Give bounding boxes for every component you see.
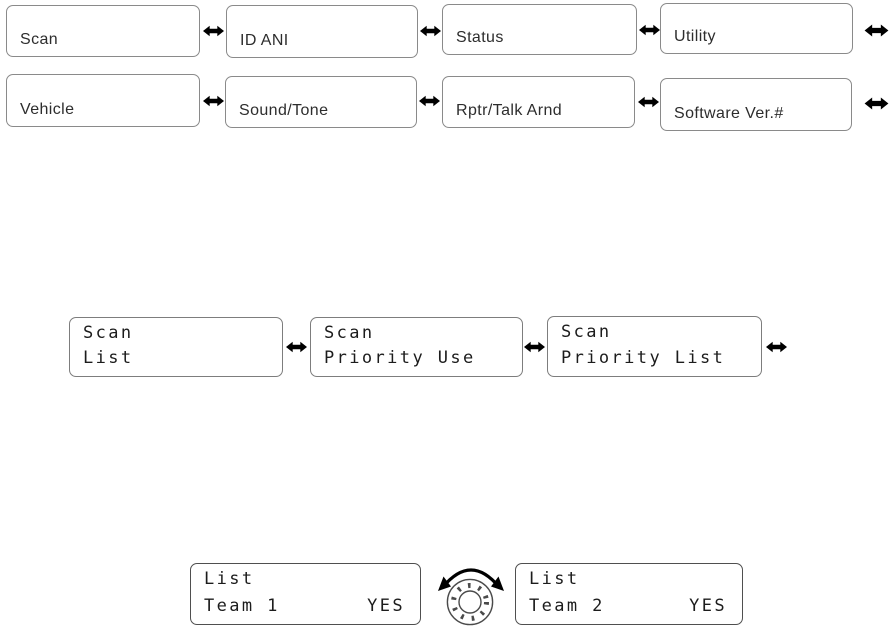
menu-box-label: Sound/Tone <box>239 102 329 119</box>
value-label: YES <box>367 596 405 616</box>
menu-box-status: Status <box>442 4 637 55</box>
menu-box-vehicle: Vehicle <box>6 74 200 127</box>
menu-box-label: Utility <box>674 28 716 45</box>
rotary-knob-icon <box>445 577 495 627</box>
display-scan-list: Scan List <box>69 317 283 377</box>
left-right-arrow-icon <box>286 341 307 353</box>
left-right-arrow-icon <box>419 95 440 107</box>
left-right-arrow-icon <box>864 24 889 37</box>
display-line-1: List <box>529 569 580 589</box>
menu-box-utility: Utility <box>660 3 853 54</box>
menu-box-label: Vehicle <box>20 101 75 118</box>
menu-box-rptr-talk-arnd: Rptr/Talk Arnd <box>442 76 635 128</box>
display-list-team-1: List Team 1 YES <box>190 563 421 625</box>
left-right-arrow-icon <box>203 25 224 37</box>
display-line-2: Team 2 YES <box>529 596 727 616</box>
display-scan-priority-list: Scan Priority List <box>547 316 762 377</box>
display-line-1: Scan <box>83 323 134 343</box>
menu-box-label: Scan <box>20 31 59 48</box>
display-list-team-2: List Team 2 YES <box>515 563 743 625</box>
menu-box-id-ani: ID ANI <box>226 5 418 58</box>
team-label: Team 2 <box>529 596 605 616</box>
left-right-arrow-icon <box>766 341 787 353</box>
rotate-left-right-arrow-icon <box>433 561 509 592</box>
display-line-1: Scan <box>324 323 375 343</box>
left-right-arrow-icon <box>639 24 660 36</box>
value-label: YES <box>689 596 727 616</box>
menu-box-label: ID ANI <box>240 32 289 49</box>
menu-box-label: Status <box>456 29 504 46</box>
display-line-1: Scan <box>561 322 612 342</box>
left-right-arrow-icon <box>420 25 441 37</box>
left-right-arrow-icon <box>864 97 889 110</box>
left-right-arrow-icon <box>524 341 545 353</box>
menu-box-scan: Scan <box>6 5 200 57</box>
display-line-2: Team 1 YES <box>204 596 405 616</box>
display-line-1: List <box>204 569 255 589</box>
display-line-2: Priority List <box>561 348 726 368</box>
display-line-2: Priority Use <box>324 348 476 368</box>
display-line-2: List <box>83 348 134 368</box>
team-label: Team 1 <box>204 596 280 616</box>
left-right-arrow-icon <box>203 95 224 107</box>
menu-box-sound-tone: Sound/Tone <box>225 76 417 128</box>
left-right-arrow-icon <box>638 96 659 108</box>
menu-box-label: Software Ver.# <box>674 105 784 122</box>
menu-box-software-ver: Software Ver.# <box>660 78 852 131</box>
display-scan-priority-use: Scan Priority Use <box>310 317 523 377</box>
menu-box-label: Rptr/Talk Arnd <box>456 102 563 119</box>
